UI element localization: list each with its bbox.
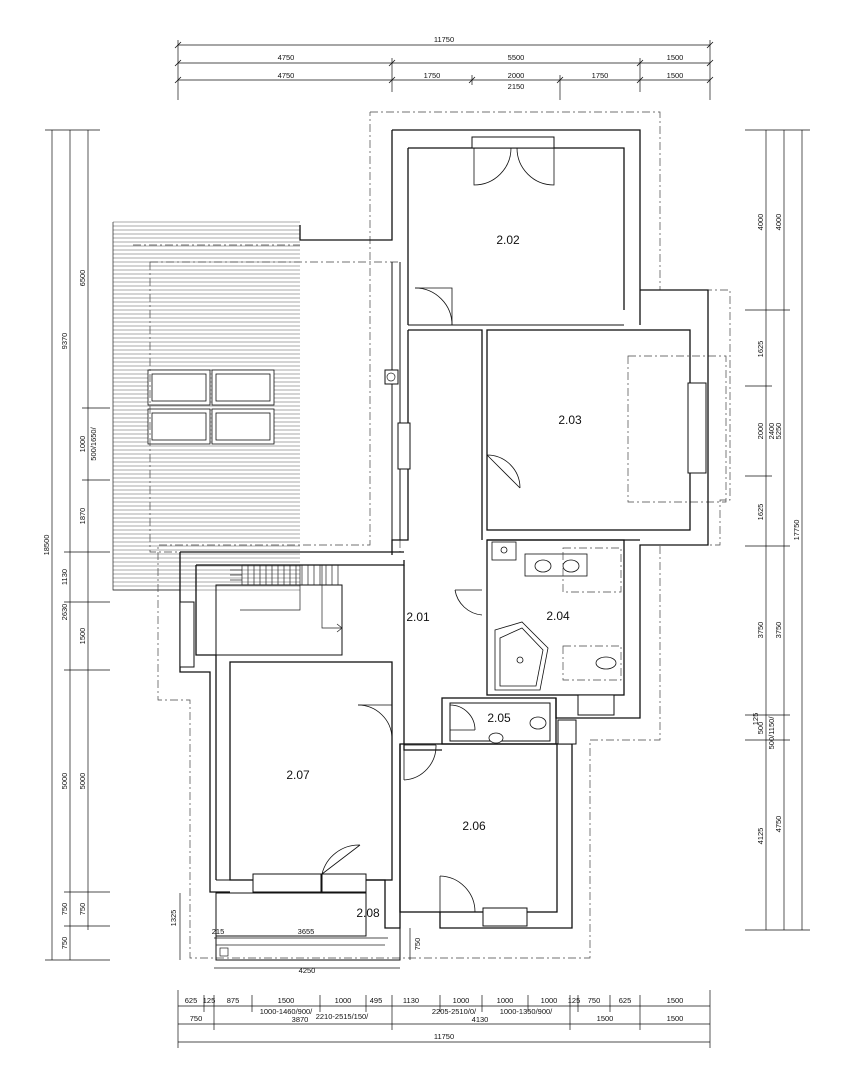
room-label-2-04: 2.04 xyxy=(546,609,570,623)
room-label-2-06: 2.06 xyxy=(462,819,486,833)
dim-right-c2-b: 2400 xyxy=(767,423,776,440)
bathroom-fixtures xyxy=(488,541,622,744)
dim-right-c1-b: 1625 xyxy=(756,341,765,358)
dim-left-c3-b: 1000 xyxy=(78,436,87,453)
top-dimensions: 11750 4750 5500 1500 4750 1750 2000 1750… xyxy=(174,35,714,100)
dim-right-c1-g: 500 xyxy=(756,722,765,735)
windows xyxy=(179,136,707,927)
dim-left-c2-d: 5000 xyxy=(60,773,69,790)
bottom-dimensions: 625 125 875 1500 1000 495 1130 1000 1000… xyxy=(177,990,711,1048)
dim-bal-w3: 4250 xyxy=(299,966,316,975)
dim-top-r2-b: 1750 xyxy=(424,71,441,80)
room-label-2-01: 2.01 xyxy=(406,610,430,624)
dim-right-c2-f: 4750 xyxy=(774,816,783,833)
dim-top-r1-a: 4750 xyxy=(278,53,295,62)
dim-left-c2-c: 2630 xyxy=(60,604,69,621)
dim-bal-h2: 750 xyxy=(413,938,422,951)
dim-left-c2-e: 750 xyxy=(60,903,69,916)
dim-bot-r1-k: 125 xyxy=(568,996,581,1005)
dim-left-c3-a: 6500 xyxy=(78,270,87,287)
staircase xyxy=(230,564,339,586)
dim-right-c2-c: 5250 xyxy=(774,423,783,440)
dim-bot-r1-a: 625 xyxy=(185,996,198,1005)
room-labels: 2.02 2.03 2.01 2.04 2.05 2.07 2.06 2.08 xyxy=(286,233,582,920)
dim-top-sub: 2150 xyxy=(508,82,525,91)
dim-right-c2-d: 3750 xyxy=(774,622,783,639)
dim-bot-r1-e: 1000 xyxy=(335,996,352,1005)
dim-right-c2-e: 500/1150/ xyxy=(767,716,776,750)
room-label-2-02: 2.02 xyxy=(496,233,520,247)
dim-top-r2-a: 4750 xyxy=(278,71,295,80)
dim-bot-r2-e: 1500 xyxy=(667,1014,684,1023)
dim-left-c3-f: 5000 xyxy=(78,773,87,790)
room-label-2-03: 2.03 xyxy=(558,413,582,427)
dim-left-c3-g: 750 xyxy=(78,903,87,916)
dim-bal-w1: 215 xyxy=(212,927,225,936)
dim-bot-note-d: 1000-1350/900/ xyxy=(500,1007,553,1016)
dim-bot-r2-d: 1500 xyxy=(597,1014,614,1023)
dim-top-total: 11750 xyxy=(434,35,454,44)
dim-left-total: 18500 xyxy=(42,535,51,556)
dim-top-r2-e: 1500 xyxy=(667,71,684,80)
dim-right-c1-a: 4000 xyxy=(756,214,765,231)
left-dimensions: 18500 9370 1130 2630 5000 750 750 6500 1… xyxy=(42,129,110,961)
dim-bot-r1-b: 125 xyxy=(203,996,216,1005)
dim-right-total: 17750 xyxy=(792,520,801,541)
dim-bot-total: 11750 xyxy=(434,1032,454,1041)
dim-right-c1-c: 2000 xyxy=(756,423,765,440)
dim-bot-r1-l: 750 xyxy=(588,996,601,1005)
dim-left-c2-b: 1130 xyxy=(60,569,69,585)
skylights xyxy=(147,369,275,445)
dim-bot-r1-m: 625 xyxy=(619,996,632,1005)
doors xyxy=(321,147,555,913)
dim-bot-r2-c: 4130 xyxy=(472,1015,489,1024)
dim-top-r1-b: 5500 xyxy=(508,53,525,62)
dim-top-r1-c: 1500 xyxy=(667,53,684,62)
dim-bot-note-b: 2210-2515/150/ xyxy=(316,1012,369,1021)
balcony-dimensions: 215 3655 4250 1325 750 xyxy=(169,893,422,975)
dim-bot-r1-j: 1000 xyxy=(541,996,558,1005)
room-label-2-08: 2.08 xyxy=(356,906,380,920)
dim-left-c3-c: 500/1650/ xyxy=(89,426,98,460)
dim-right-c1-e: 3750 xyxy=(756,622,765,639)
room-label-2-07: 2.07 xyxy=(286,768,310,782)
room-label-2-05: 2.05 xyxy=(487,711,511,725)
dim-top-r2-c: 2000 xyxy=(508,71,525,80)
dim-bot-note-c: 2205-2510/0/ xyxy=(432,1007,477,1016)
dim-right-c1-d: 1625 xyxy=(756,504,765,521)
right-dimensions: 4000 1625 2000 1625 3750 125 500 4125 40… xyxy=(745,129,810,931)
dim-left-c3-e: 1500 xyxy=(78,628,87,645)
dim-bal-w2: 3655 xyxy=(298,927,315,936)
roof-hatch xyxy=(112,221,300,591)
dim-bot-r1-d: 1500 xyxy=(278,996,295,1005)
dim-bot-r1-i: 1000 xyxy=(497,996,514,1005)
dim-left-c2-a: 9370 xyxy=(60,333,69,350)
dim-right-c1-h: 4125 xyxy=(756,828,765,845)
dim-right-c2-a: 4000 xyxy=(774,214,783,231)
dim-bot-r1-f: 495 xyxy=(370,996,383,1005)
dim-bot-r2-b: 3870 xyxy=(292,1015,309,1024)
dim-bot-r1-c: 875 xyxy=(227,996,240,1005)
dim-bal-h1: 1325 xyxy=(169,910,178,927)
dim-top-r2-d: 1750 xyxy=(592,71,609,80)
dim-bot-r1-h: 1000 xyxy=(453,996,470,1005)
dim-right-c1-f: 125 xyxy=(751,713,760,726)
dim-left-c3-d: 1870 xyxy=(78,508,87,525)
dim-bot-note-a: 1000-1460/900/ xyxy=(260,1007,313,1016)
dim-bot-r1-n: 1500 xyxy=(667,996,684,1005)
dim-bot-r1-g: 1130 xyxy=(403,996,419,1005)
stair-arrow xyxy=(240,565,343,633)
dim-bot-r2-a: 750 xyxy=(190,1014,203,1023)
dim-left-c2-f: 750 xyxy=(60,937,69,950)
